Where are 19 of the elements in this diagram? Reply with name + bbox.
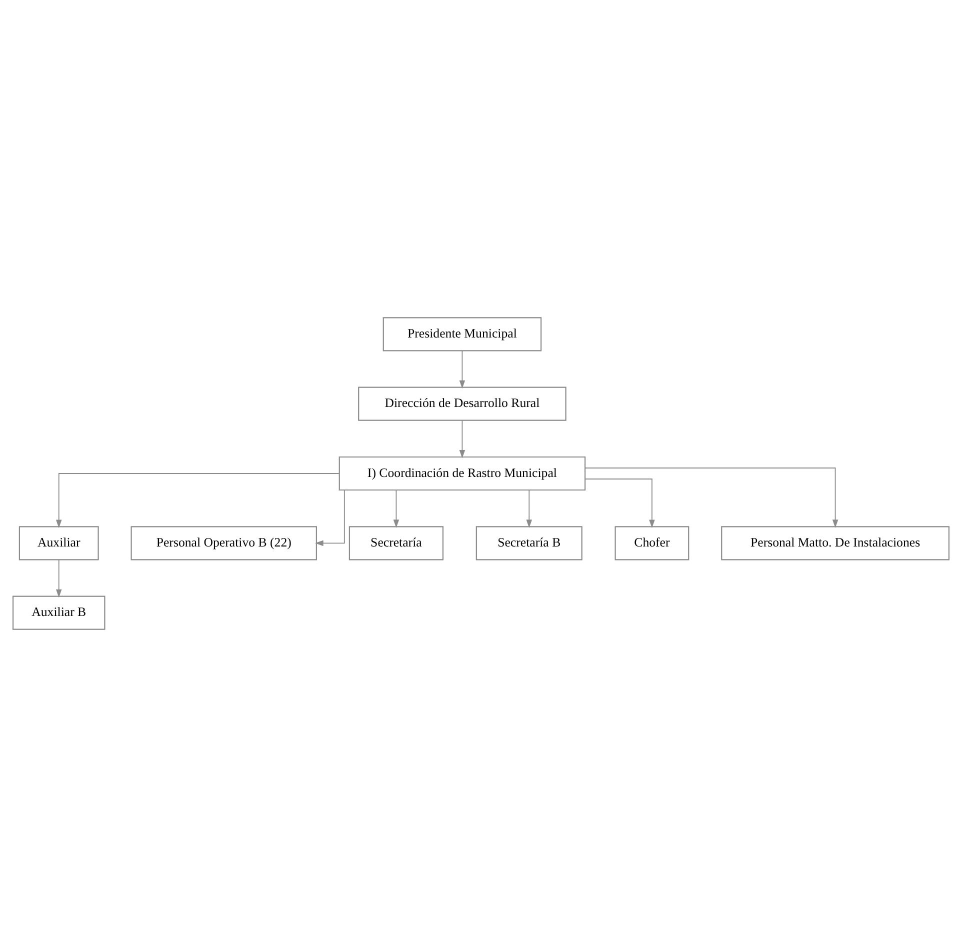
node-box: Auxiliar [18,526,99,560]
node-box: Auxiliar B [12,596,106,630]
node-box: Chofer [614,526,690,560]
node-box: Personal Operativo B (22) [130,526,317,560]
node-box: Secretaría B [476,526,582,560]
arrow [584,478,655,528]
arrow [393,490,400,528]
node-box: I) Coordinación de Rastro Municipal [338,456,586,491]
arrow [315,490,345,546]
arrow [526,490,532,528]
arrow [459,350,466,389]
node-box: Presidente Municipal [382,317,542,352]
node-box: Personal Matto. De Instalaciones [721,526,950,560]
arrow [459,420,466,458]
arrow [584,468,838,528]
arrow [56,559,62,598]
node-box: Dirección de Desarrollo Rural [358,386,566,421]
arrow [56,473,340,528]
node-box: Secretaría [348,526,444,560]
